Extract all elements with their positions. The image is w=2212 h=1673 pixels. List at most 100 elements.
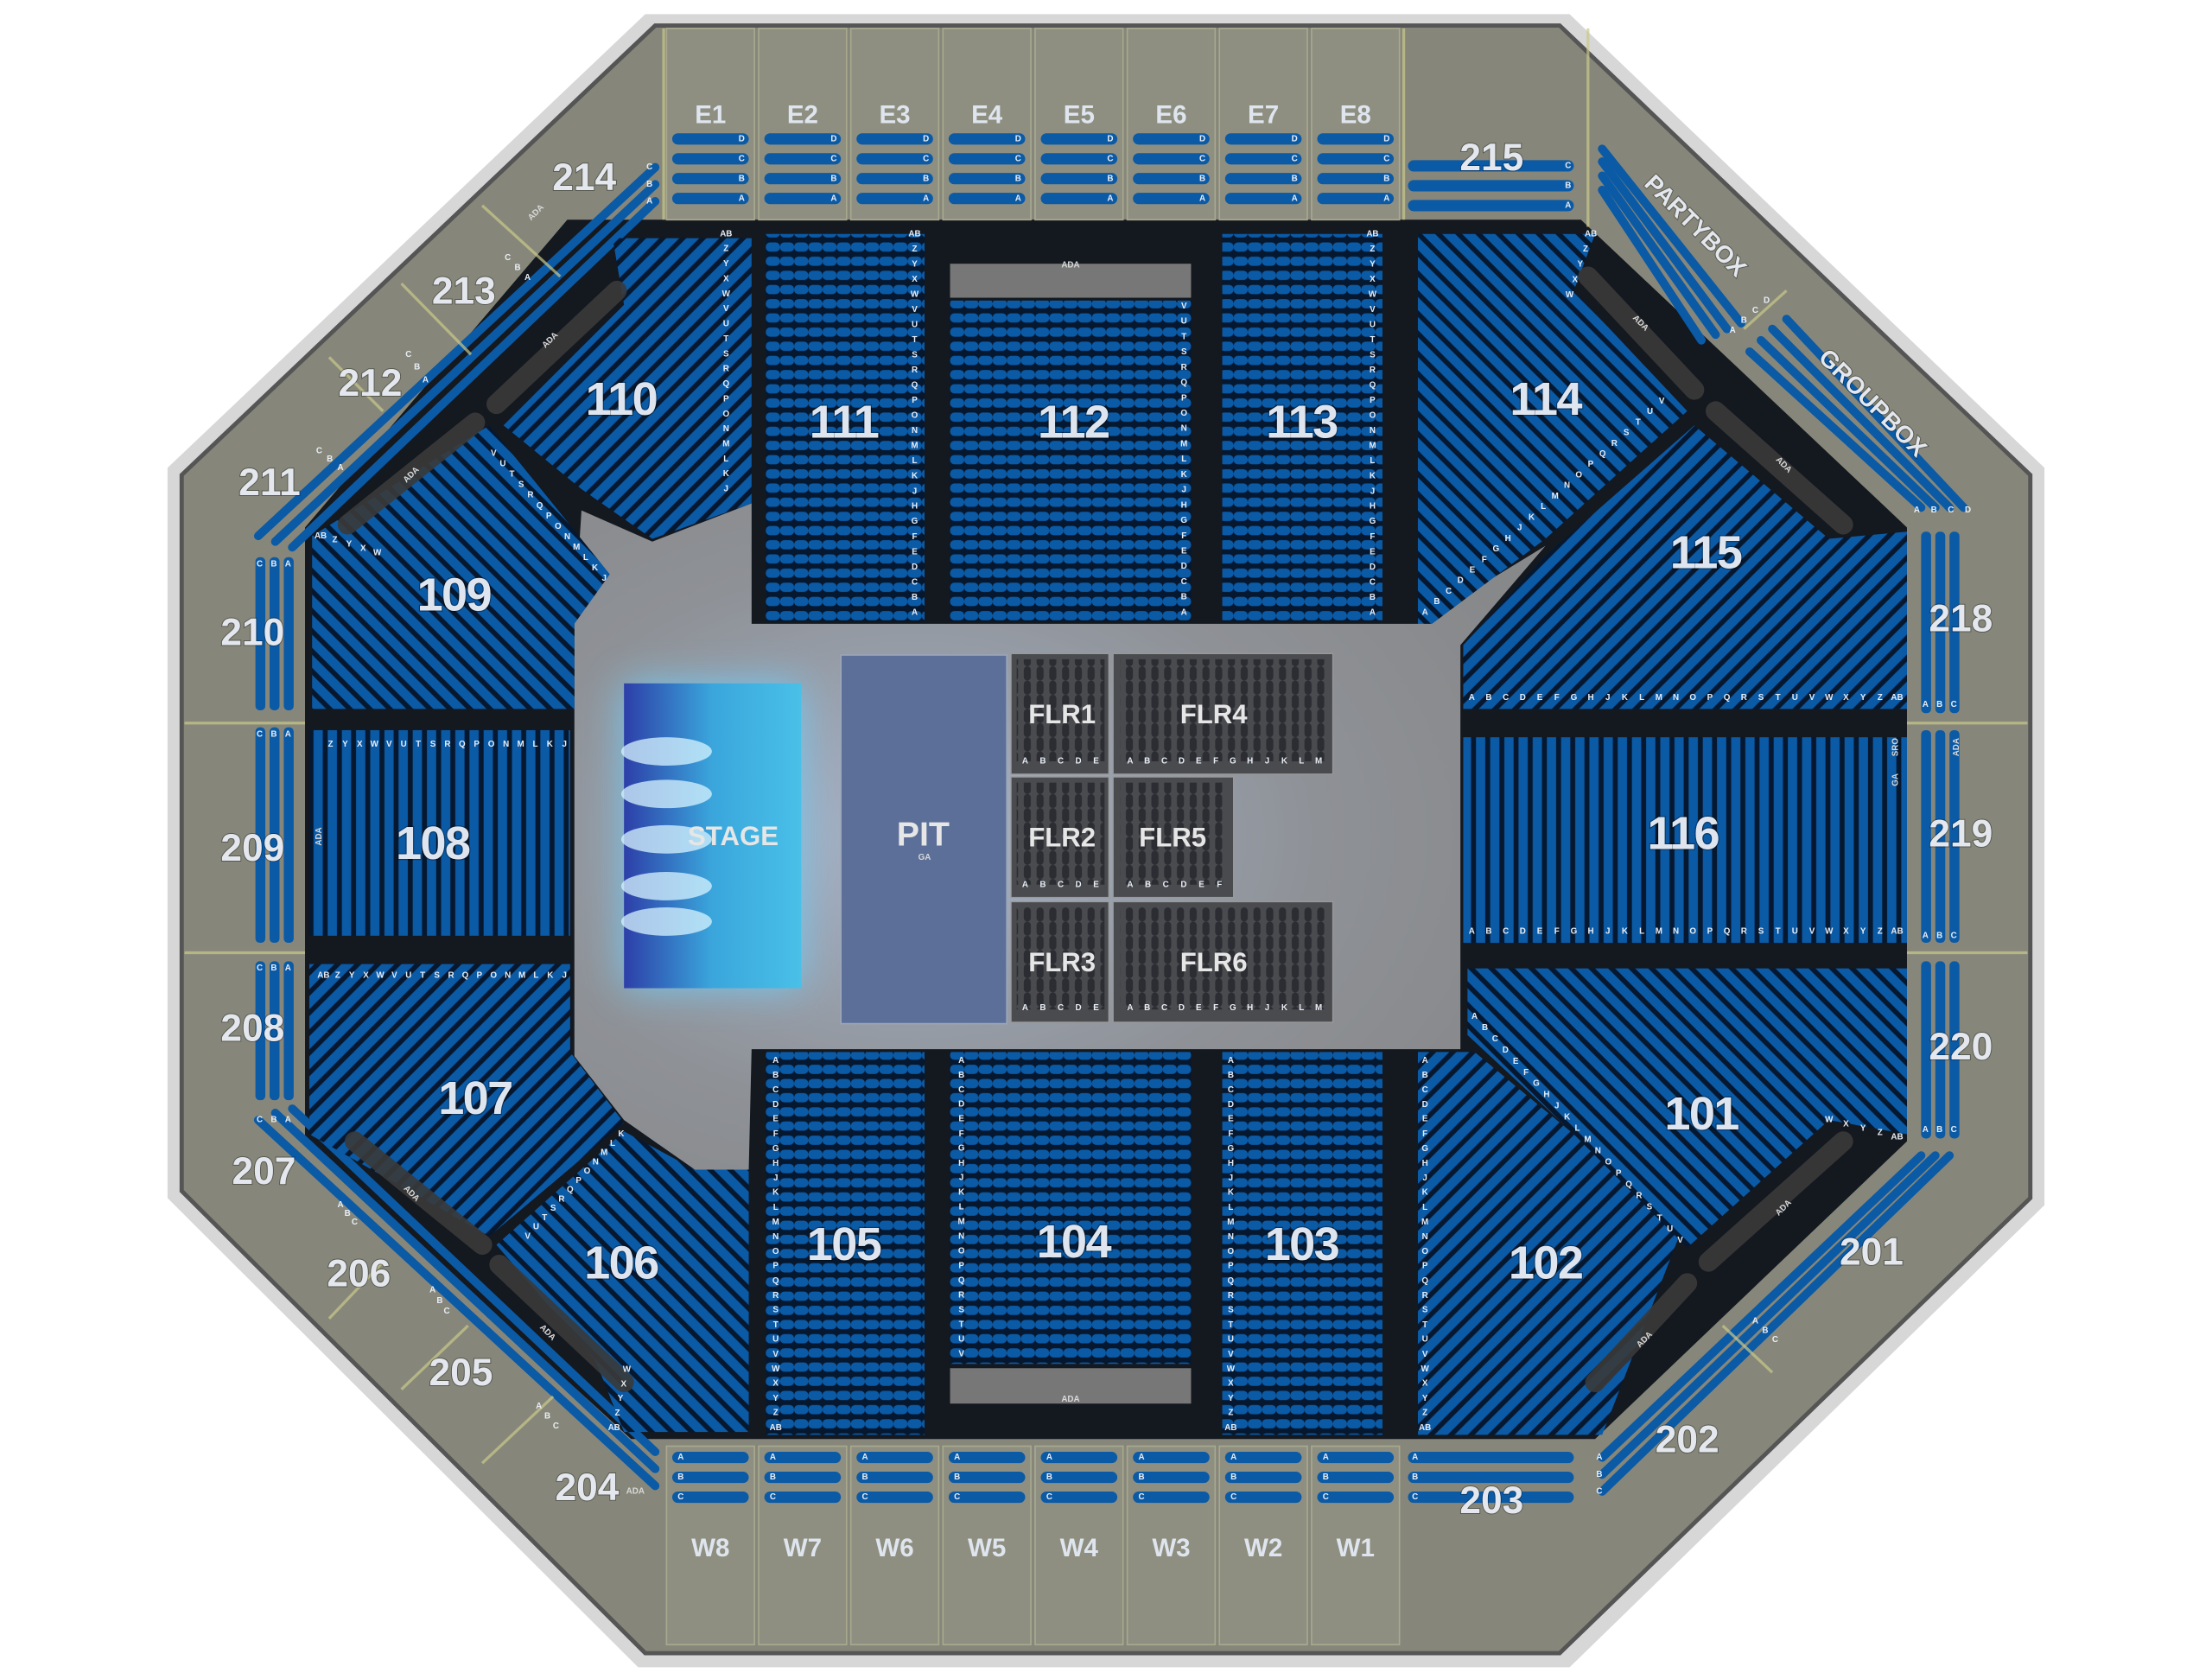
row-label: T: [1657, 1213, 1662, 1223]
row-label: P: [474, 740, 480, 749]
row-label: B: [1741, 315, 1747, 325]
row-labels: CBA: [316, 446, 344, 473]
row-label: J: [563, 740, 567, 749]
section-108[interactable]: [308, 729, 570, 936]
row-label: M: [772, 1218, 779, 1227]
section-label-219[interactable]: 219: [1928, 812, 1993, 856]
row-label: Z: [335, 970, 340, 980]
section-215[interactable]: 215 CBA: [1408, 136, 1574, 212]
row-label: S: [1647, 1202, 1653, 1212]
section-label-204[interactable]: 204: [555, 1466, 620, 1510]
row-labels: CBA: [405, 350, 429, 385]
section-203[interactable]: 203 ABC: [1408, 1452, 1574, 1523]
row-label: V: [772, 1350, 779, 1359]
row-label: J: [912, 487, 917, 496]
row-label: C: [1951, 700, 1957, 709]
section-label-212[interactable]: 212: [338, 361, 404, 405]
section-114[interactable]: [1417, 233, 1688, 624]
section-label-206[interactable]: 206: [326, 1251, 391, 1295]
section-label-209[interactable]: 209: [219, 826, 285, 870]
row-label: F: [912, 532, 918, 542]
section-label-205[interactable]: 205: [429, 1351, 494, 1395]
box-label: W2: [1244, 1534, 1282, 1562]
row-label: B: [772, 1071, 779, 1080]
row-label: W: [772, 1364, 780, 1374]
row-label: Q: [567, 1186, 574, 1195]
row-label: D: [1015, 134, 1021, 143]
section-101[interactable]: [1467, 968, 1907, 1248]
row-label: F: [1370, 532, 1375, 542]
row-label: U: [772, 1335, 779, 1345]
section-116[interactable]: [1463, 737, 1907, 944]
section-102[interactable]: [1417, 1052, 1681, 1435]
section-label-113: 113: [1266, 397, 1338, 448]
section-label-207[interactable]: 207: [232, 1149, 297, 1193]
section-label-211[interactable]: 211: [238, 461, 301, 505]
row-label: M: [601, 1148, 607, 1158]
section-label-202[interactable]: 202: [1655, 1417, 1720, 1461]
row-label: O: [555, 522, 562, 531]
pit-ga[interactable]: PIT GA: [840, 654, 1007, 1025]
section-105[interactable]: [766, 1052, 925, 1435]
section-label-218[interactable]: 218: [1928, 596, 1993, 640]
ada-label: ADA: [626, 1487, 645, 1497]
row-label: A: [1323, 1453, 1329, 1462]
row-label: S: [1228, 1306, 1234, 1315]
section-111[interactable]: [766, 233, 925, 621]
pit-ga-label: GA: [918, 853, 931, 862]
section-112[interactable]: [950, 300, 1192, 621]
section-label-201[interactable]: 201: [1839, 1231, 1904, 1275]
section-115[interactable]: [1463, 425, 1907, 709]
row-label: T: [1422, 1320, 1427, 1330]
diagonal-upper-strips: [253, 144, 1968, 1496]
row-label: S: [1758, 693, 1764, 703]
section-label-213[interactable]: 213: [431, 269, 497, 313]
row-label: R: [772, 1291, 779, 1301]
row-label: G: [1571, 693, 1578, 703]
section-label-220[interactable]: 220: [1928, 1025, 1993, 1069]
section-label-210[interactable]: 210: [219, 611, 285, 655]
left-upper-strips: [255, 531, 1960, 1139]
section-110[interactable]: [503, 238, 752, 539]
row-label: N: [958, 1232, 964, 1242]
section-106[interactable]: [496, 1131, 749, 1433]
section-113[interactable]: [1222, 233, 1382, 621]
row-label: B: [1181, 593, 1187, 602]
section-103[interactable]: [1222, 1052, 1382, 1435]
row-label: C: [1058, 1003, 1064, 1013]
row-label: C: [257, 964, 263, 973]
section-label-208[interactable]: 208: [219, 1006, 285, 1050]
section-label-214[interactable]: 214: [551, 156, 617, 200]
row-label: P: [723, 394, 729, 404]
stage[interactable]: STAGE: [620, 683, 802, 989]
section-104[interactable]: [950, 1052, 1192, 1364]
row-label: J: [1265, 1003, 1269, 1013]
row-label: A: [862, 1453, 868, 1462]
row-label: W: [373, 548, 382, 557]
row-label: O: [1689, 693, 1696, 703]
row-label: H: [1422, 1159, 1428, 1168]
